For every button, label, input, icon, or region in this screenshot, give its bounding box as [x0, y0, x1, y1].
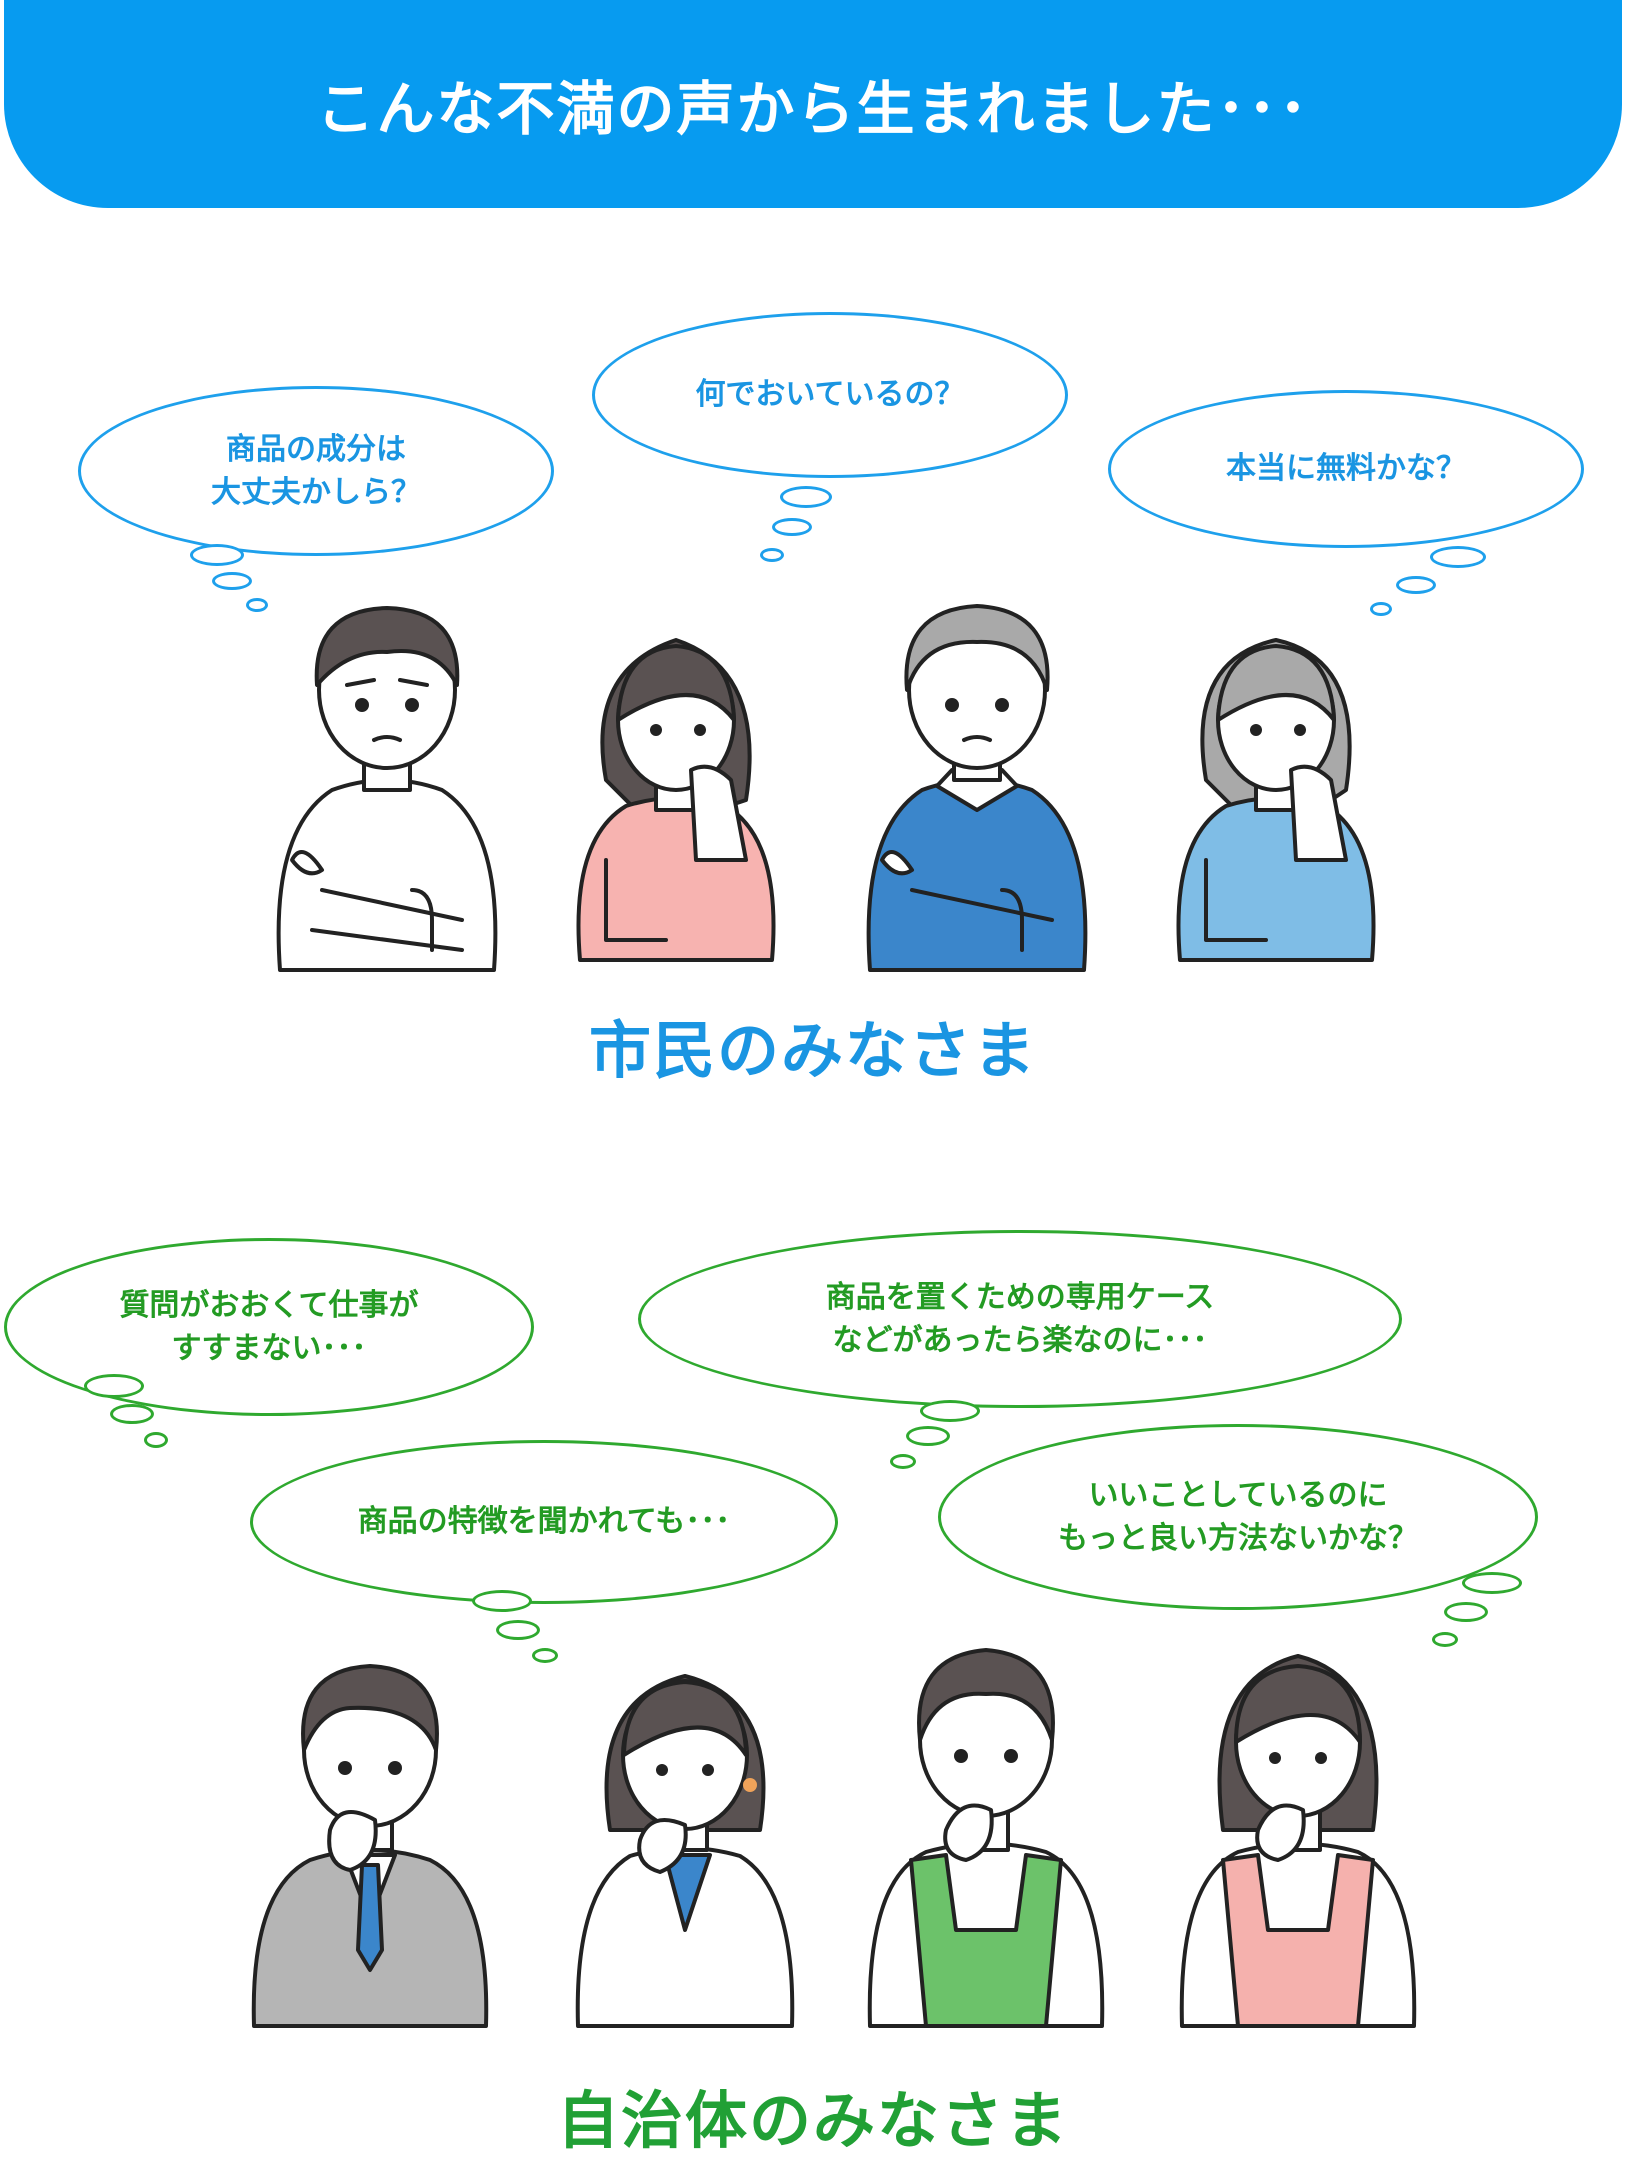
- bubble-dot: [190, 544, 244, 566]
- citizen-elderly-man-blue: [866, 604, 1088, 972]
- thought-bubble-too-many-questions: 質問がおおくて仕事が すすまない･･･: [4, 1238, 534, 1416]
- citizens-section-label: 市民のみなさま: [588, 1014, 1037, 1087]
- bubble-dot: [472, 1590, 532, 1612]
- citizen-woman-pink: [576, 638, 776, 962]
- bubble-dot: [920, 1400, 980, 1422]
- bubble-dot: [1370, 602, 1392, 616]
- thought-bubble-free: 本当に無料かな？: [1108, 390, 1584, 548]
- thought-bubble-why-placed: 何でおいているの？: [592, 312, 1068, 478]
- bubble-dot: [780, 486, 832, 508]
- citizen-elderly-woman-lightblue: [1176, 638, 1376, 962]
- bubble-dot: [1430, 546, 1486, 568]
- bubble-dot: [772, 518, 812, 536]
- bubble-dot: [212, 572, 252, 590]
- bubble-dot: [1432, 1632, 1458, 1647]
- bubble-dot: [906, 1426, 950, 1446]
- bubble-dot: [1444, 1602, 1488, 1622]
- bubble-dot: [1396, 576, 1436, 594]
- government-woman-white-coat: [575, 1674, 795, 2028]
- bubble-dot: [84, 1374, 144, 1398]
- government-man-green-apron: [867, 1648, 1105, 2028]
- header-title: こんな不満の声から生まれました･･･: [316, 75, 1310, 143]
- government-section-label: 自治体のみなさま: [556, 2084, 1069, 2157]
- header-banner: こんな不満の声から生まれました･･･: [4, 0, 1622, 208]
- bubble-dot: [760, 548, 784, 562]
- bubble-dot: [1462, 1572, 1522, 1594]
- thought-bubble-ingredients: 商品の成分は 大丈夫かしら？: [78, 386, 554, 556]
- citizen-man-white-shirt: [276, 606, 498, 972]
- thought-bubble-dedicated-case: 商品を置くための専用ケース などがあったら楽なのに･･･: [638, 1230, 1402, 1408]
- bubble-dot: [496, 1620, 540, 1640]
- thought-bubble-better-method: いいことしているのに もっと良い方法ないかな？: [938, 1424, 1538, 1610]
- bubble-dot: [144, 1432, 168, 1448]
- bubble-dot: [246, 598, 268, 612]
- government-man-suit: [251, 1664, 489, 2028]
- bubble-dot: [110, 1404, 154, 1424]
- government-woman-pink-apron: [1179, 1654, 1417, 2028]
- thought-bubble-product-features: 商品の特徴を聞かれても･･･: [250, 1440, 838, 1604]
- bubble-dot: [532, 1648, 558, 1663]
- bubble-dot: [890, 1454, 916, 1469]
